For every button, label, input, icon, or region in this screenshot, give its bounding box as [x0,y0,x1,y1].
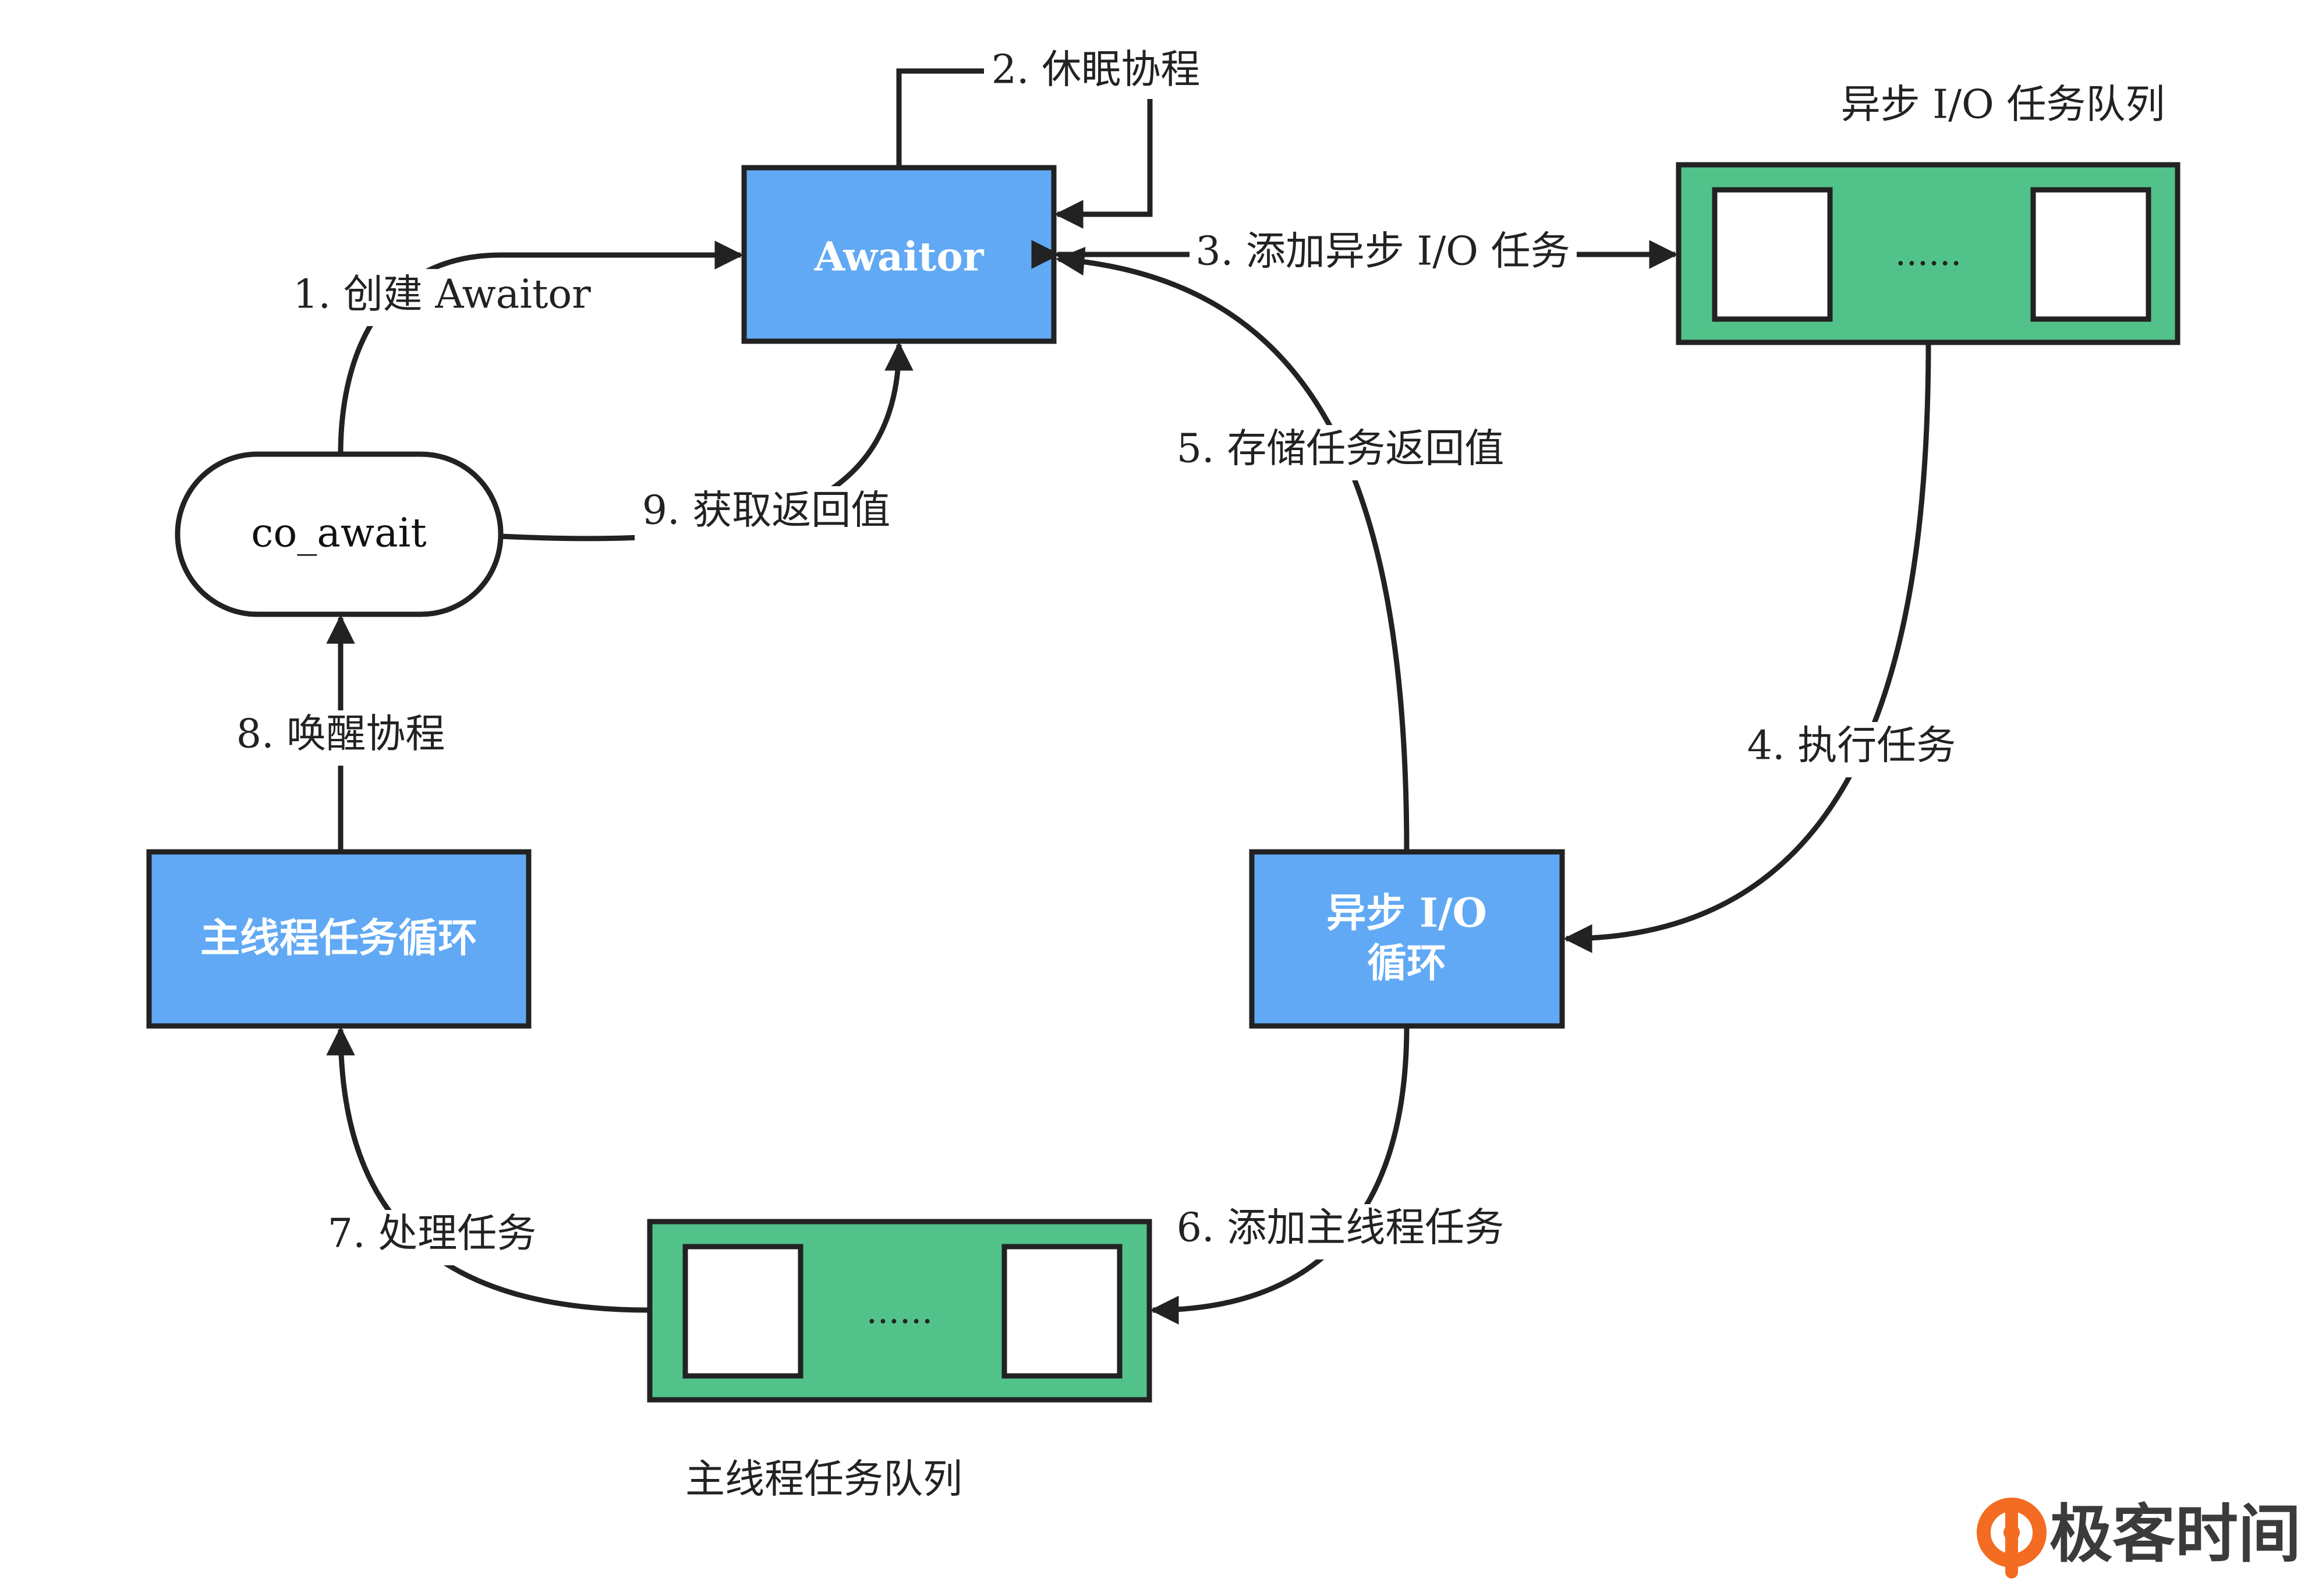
main-thread-queue-slot-first [682,1244,803,1379]
edge-label-7: 7. 处理任务 [328,1211,537,1257]
main-thread-loop-label: 主线程任务循环 [200,915,477,962]
async-io-loop-label-2: 循环 [1367,940,1446,987]
edge-label-6: 6. 添加主线程任务 [1177,1205,1505,1251]
async-io-loop-label-1: 异步 I/O [1326,890,1487,937]
async-io-loop-node: 异步 I/O 循环 [1249,849,1565,1029]
edge-label-2: 2. 休眠协程 [992,47,1201,93]
edge-label-1: 1. 创建 Awaitor [293,272,591,318]
edge-label-4: 4. 执行任务 [1747,723,1956,769]
edge-label-5: 5. 存储任务返回值 [1177,426,1505,472]
edge-label-3: 3. 添加异步 I/O 任务 [1195,229,1570,275]
geektime-logo-icon [1977,1498,2047,1579]
main-thread-queue-title: 主线程任务队列 [685,1457,962,1503]
main-thread-loop-node: 主线程任务循环 [146,849,532,1029]
awaitor-node: Awaitor [741,165,1057,344]
async-io-queue-node: ...... [1676,162,2180,345]
async-io-queue-slot-last [2030,187,2151,322]
brand-name: 极客时间 [2049,1498,2301,1571]
edge-label-9: 9. 获取返回值 [642,488,891,534]
co-await-label: co_await [251,511,426,557]
co-await-node: co_await [175,451,504,617]
async-io-queue-ellipsis: ...... [1895,233,1962,274]
main-thread-queue-slot-last [1001,1244,1123,1379]
async-io-queue-title: 异步 I/O 任务队列 [1841,82,2165,128]
edge-label-8: 8. 唤醒协程 [236,712,445,758]
edge-process-task [326,1027,650,1313]
brand-watermark: 极客时间 [1977,1498,2301,1579]
main-thread-queue-node: ...... [647,1219,1152,1403]
main-thread-queue-ellipsis: ...... [866,1291,933,1332]
async-io-queue-slot-first [1712,187,1833,322]
edge-add-main-thread-task [1150,1025,1410,1325]
edge-store-return-value [1056,246,1410,852]
edge-execute-task [1563,342,1931,953]
awaitor-label: Awaitor [813,234,984,281]
